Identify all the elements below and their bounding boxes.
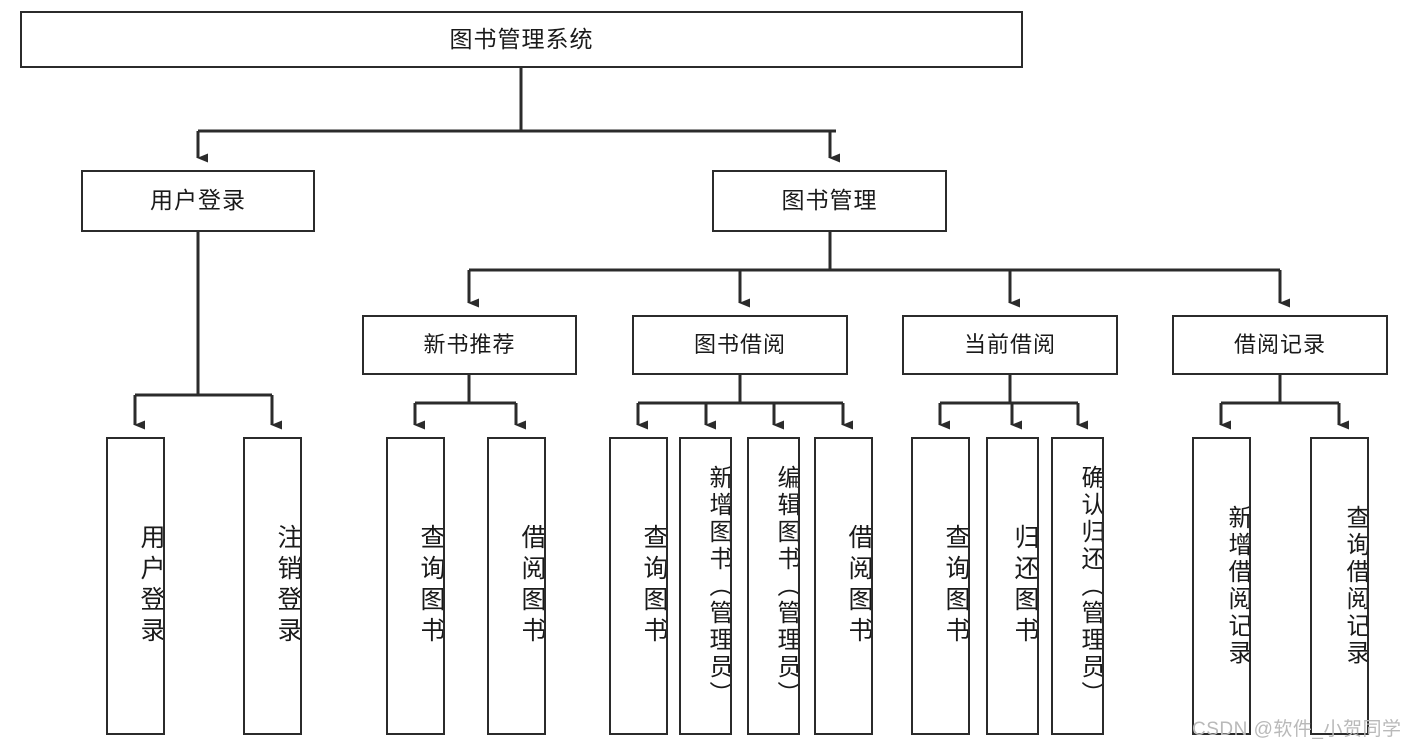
node-leaf-add-borrow-record[interactable]: 新增借阅记录	[1192, 437, 1251, 735]
node-label: 归还图书	[1011, 524, 1039, 648]
node-label: 编辑图书（管理员）	[773, 464, 800, 708]
node-new-book-recommend[interactable]: 新书推荐	[362, 315, 577, 375]
node-label: 新增借阅记录	[1224, 505, 1251, 667]
node-label: 查询借阅记录	[1342, 505, 1369, 667]
node-label: 新书推荐	[423, 331, 516, 357]
node-book-borrow[interactable]: 图书借阅	[632, 315, 848, 375]
node-leaf-query-book-newbook[interactable]: 查询图书	[386, 437, 445, 735]
csdn-watermark: CSDN @软件_小贺同学	[1192, 719, 1402, 740]
node-root-book-management-system[interactable]: 图书管理系统	[20, 11, 1023, 68]
node-leaf-confirm-return-admin[interactable]: 确认归还（管理员）	[1051, 437, 1104, 735]
node-leaf-query-book-borrow[interactable]: 查询图书	[609, 437, 668, 735]
node-user-login[interactable]: 用户登录	[81, 170, 315, 232]
node-label: 注销登录	[274, 524, 302, 648]
node-label: 查询图书	[640, 524, 668, 648]
node-leaf-borrow-book-newbook[interactable]: 借阅图书	[487, 437, 546, 735]
node-label: 图书管理	[781, 187, 878, 214]
node-leaf-borrow-book[interactable]: 借阅图书	[814, 437, 873, 735]
node-leaf-query-book-current[interactable]: 查询图书	[911, 437, 970, 735]
node-label: 用户登录	[137, 524, 165, 648]
edge-root-to-level2	[196, 68, 840, 163]
node-label: 用户登录	[150, 187, 246, 214]
node-current-borrow[interactable]: 当前借阅	[902, 315, 1118, 375]
edge-newbook-to-leaves	[413, 375, 526, 430]
node-label: 确认归还（管理员）	[1077, 464, 1104, 708]
node-label: 借阅图书	[518, 524, 546, 648]
node-leaf-query-borrow-record[interactable]: 查询借阅记录	[1310, 437, 1369, 735]
node-label: 图书管理系统	[449, 25, 594, 52]
node-label: 图书借阅	[693, 331, 786, 357]
edge-bookmanage-to-level3	[467, 232, 1290, 308]
node-label: 借阅图书	[845, 524, 873, 648]
node-leaf-return-book[interactable]: 归还图书	[986, 437, 1039, 735]
node-label: 查询图书	[417, 524, 445, 648]
edge-bookborrow-to-leaves	[636, 375, 853, 430]
node-leaf-logout[interactable]: 注销登录	[243, 437, 302, 735]
node-leaf-add-book-admin[interactable]: 新增图书（管理员）	[679, 437, 732, 735]
node-book-management[interactable]: 图书管理	[712, 170, 947, 232]
node-label: 新增图书（管理员）	[705, 464, 732, 708]
node-label: 当前借阅	[963, 331, 1056, 357]
node-label: 借阅记录	[1233, 331, 1326, 357]
node-leaf-user-login[interactable]: 用户登录	[106, 437, 165, 735]
node-leaf-edit-book-admin[interactable]: 编辑图书（管理员）	[747, 437, 800, 735]
node-label: 查询图书	[942, 524, 970, 648]
node-borrow-record[interactable]: 借阅记录	[1172, 315, 1388, 375]
edge-borrowrecord-to-leaves	[1219, 375, 1349, 430]
edge-userlogin-to-leaves	[133, 232, 282, 430]
edge-currentborrow-to-leaves	[938, 375, 1088, 430]
